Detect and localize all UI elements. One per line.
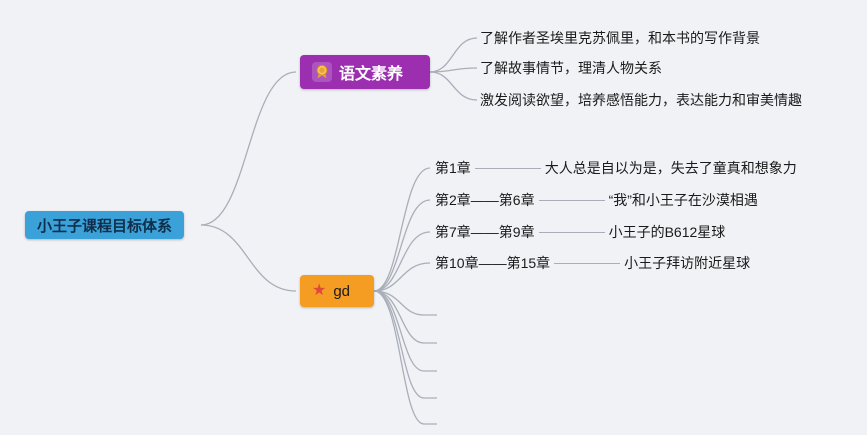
connector-line: [538, 199, 605, 201]
branch-gd[interactable]: ★ gd: [300, 275, 374, 307]
connector-line: [474, 167, 541, 169]
root-topic-label: 小王子课程目标体系: [37, 217, 173, 235]
topic-author-background[interactable]: 了解作者圣埃里克苏佩里，和本书的写作背景: [480, 30, 760, 46]
topic-chapter-1[interactable]: 第1章: [435, 160, 471, 176]
root-topic[interactable]: 小王子课程目标体系: [25, 211, 185, 239]
connector-line: [554, 262, 621, 264]
topic-chapters-10-15[interactable]: 第10章——第15章: [435, 255, 551, 271]
chapter-row: 第10章——第15章 小王子拜访附近星球: [435, 253, 750, 273]
topic-chapter-1-summary[interactable]: 大人总是自以为是，失去了童真和想象力: [544, 160, 797, 176]
topic-chapters-10-15-summary[interactable]: 小王子拜访附近星球: [624, 255, 751, 271]
chapter-row: 第2章——第6章 “我”和小王子在沙漠相遇: [435, 190, 758, 210]
topic-chapters-7-9-summary[interactable]: 小王子的B612星球: [608, 224, 726, 240]
topic-chapters-7-9[interactable]: 第7章——第9章: [435, 224, 535, 240]
chapter-row: 第1章 大人总是自以为是，失去了童真和想象力: [435, 158, 797, 178]
topic-chapters-2-6[interactable]: 第2章——第6章: [435, 192, 535, 208]
branch-chinese-literacy[interactable]: 语文素养: [300, 55, 430, 89]
branch-label: 语文素养: [339, 66, 404, 83]
topic-plot-relations[interactable]: 了解故事情节，理清人物关系: [480, 60, 662, 76]
branch-label: gd: [333, 282, 351, 300]
topic-reading-interest[interactable]: 激发阅读欲望，培养感悟能力，表达能力和审美情趣: [480, 92, 802, 108]
connector-line: [538, 231, 605, 233]
topic-chapters-2-6-summary[interactable]: “我”和小王子在沙漠相遇: [608, 192, 758, 208]
medal-icon: [312, 62, 332, 82]
star-icon: ★: [312, 282, 327, 299]
chapter-row: 第7章——第9章 小王子的B612星球: [435, 222, 725, 242]
